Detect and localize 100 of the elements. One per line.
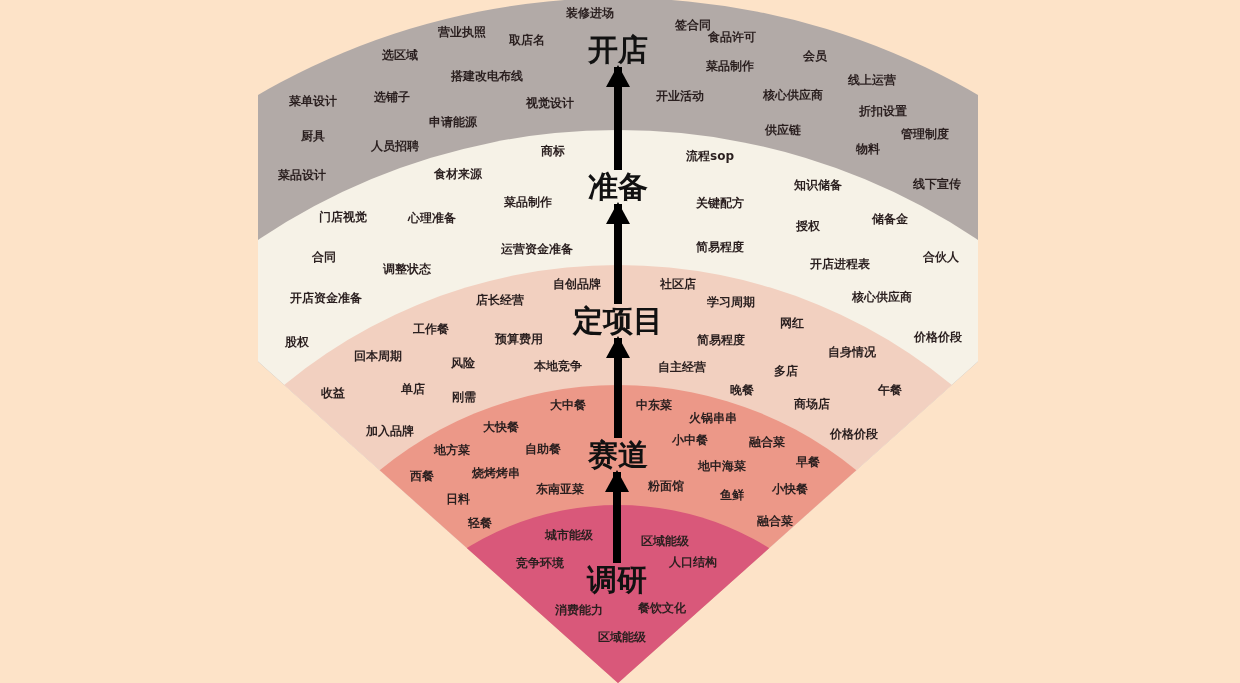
keyword-label: 心理准备 — [408, 212, 456, 226]
keyword-label: 申请能源 — [429, 116, 477, 130]
keyword-label: 午餐 — [878, 384, 902, 398]
keyword-label: 门店视觉 — [319, 211, 367, 225]
keyword-label: 物料 — [856, 143, 880, 157]
keyword-label: 简易程度 — [696, 241, 744, 255]
keyword-label: 菜单设计 — [289, 95, 337, 109]
arrow — [606, 336, 630, 438]
keyword-label: 选铺子 — [374, 91, 410, 105]
keyword-label: 厨具 — [301, 130, 325, 144]
keyword-label: 日料 — [446, 493, 470, 507]
keyword-label: 网红 — [780, 317, 804, 331]
keyword-label: 选区域 — [382, 49, 418, 63]
keyword-label: 自助餐 — [525, 443, 561, 457]
keyword-label: 自身情况 — [828, 346, 876, 360]
keyword-label: 竞争环境 — [516, 557, 564, 571]
keyword-label: 线上运营 — [848, 74, 896, 88]
keyword-label: 管理制度 — [901, 128, 949, 142]
stage-heading: 赛道 — [584, 438, 652, 472]
keyword-label: 小快餐 — [772, 483, 808, 497]
keyword-label: 自创品牌 — [553, 278, 601, 292]
keyword-label: 开业活动 — [656, 90, 704, 104]
keyword-label: 合伙人 — [923, 251, 959, 265]
keyword-label: 供应链 — [765, 124, 801, 138]
keyword-label: 小中餐 — [672, 434, 708, 448]
fan-band — [258, 0, 978, 683]
keyword-label: 装修进场 — [566, 7, 614, 21]
keyword-label: 风险 — [451, 357, 475, 371]
keyword-label: 轻餐 — [468, 517, 492, 531]
keyword-label: 粉面馆 — [648, 480, 684, 494]
keyword-label: 融合菜 — [749, 436, 785, 450]
keyword-label: 运营资金准备 — [501, 243, 573, 257]
keyword-label: 折扣设置 — [859, 105, 907, 119]
keyword-label: 多店 — [774, 365, 798, 379]
keyword-label: 店长经营 — [476, 294, 524, 308]
keyword-label: 加入品牌 — [366, 425, 414, 439]
keyword-label: 菜品制作 — [504, 196, 552, 210]
keyword-label: 合同 — [312, 251, 336, 265]
keyword-label: 西餐 — [410, 470, 434, 484]
keyword-label: 融合菜 — [757, 515, 793, 529]
keyword-label: 晚餐 — [730, 384, 754, 398]
keyword-label: 储备金 — [872, 213, 908, 227]
keyword-label: 会员 — [803, 50, 827, 64]
stage-heading: 准备 — [584, 170, 652, 204]
keyword-label: 菜品制作 — [706, 60, 754, 74]
keyword-label: 流程sop — [686, 150, 734, 164]
keyword-label: 工作餐 — [413, 323, 449, 337]
keyword-label: 烧烤烤串 — [472, 467, 520, 481]
arrow — [606, 65, 630, 170]
keyword-label: 区域能级 — [641, 535, 689, 549]
keyword-label: 食材来源 — [434, 168, 482, 182]
keyword-label: 鱼鲜 — [720, 489, 744, 503]
keyword-label: 大快餐 — [483, 421, 519, 435]
keyword-label: 收益 — [321, 387, 345, 401]
keyword-label: 火锅串串 — [689, 412, 737, 426]
stage-heading: 定项目 — [569, 304, 667, 338]
keyword-label: 菜品设计 — [278, 169, 326, 183]
keyword-label: 核心供应商 — [763, 89, 823, 103]
keyword-label: 大中餐 — [550, 399, 586, 413]
keyword-label: 消费能力 — [555, 604, 603, 618]
keyword-label: 关键配方 — [696, 197, 744, 211]
keyword-label: 商标 — [541, 145, 565, 159]
keyword-label: 中东菜 — [636, 399, 672, 413]
keyword-label: 调整状态 — [383, 263, 431, 277]
keyword-label: 预算费用 — [495, 333, 543, 347]
keyword-label: 回本周期 — [354, 350, 402, 364]
keyword-label: 城市能级 — [545, 529, 593, 543]
keyword-label: 东南亚菜 — [536, 483, 584, 497]
keyword-label: 人员招聘 — [371, 140, 419, 154]
keyword-label: 线下宣传 — [913, 178, 961, 192]
keyword-label: 单店 — [401, 383, 425, 397]
keyword-label: 早餐 — [796, 456, 820, 470]
keyword-label: 简易程度 — [697, 334, 745, 348]
keyword-label: 社区店 — [660, 278, 696, 292]
keyword-label: 餐饮文化 — [638, 602, 686, 616]
arrow — [605, 470, 629, 563]
keyword-label: 商场店 — [794, 398, 830, 412]
keyword-label: 价格价段 — [914, 331, 962, 345]
keyword-label: 学习周期 — [707, 296, 755, 310]
keyword-label: 价格价段 — [830, 428, 878, 442]
stage-heading: 开店 — [584, 33, 652, 67]
keyword-label: 地中海菜 — [698, 460, 746, 474]
keyword-label: 刚需 — [452, 391, 476, 405]
keyword-label: 区域能级 — [598, 631, 646, 645]
keyword-label: 地方菜 — [434, 444, 470, 458]
keyword-label: 开店进程表 — [810, 258, 870, 272]
keyword-label: 搭建改电布线 — [451, 70, 523, 84]
keyword-label: 视觉设计 — [526, 97, 574, 111]
keyword-label: 食品许可 — [708, 31, 756, 45]
keyword-label: 人口结构 — [669, 556, 717, 570]
keyword-label: 知识储备 — [794, 179, 842, 193]
keyword-label: 取店名 — [509, 34, 545, 48]
keyword-label: 营业执照 — [438, 26, 486, 40]
keyword-label: 本地竞争 — [534, 360, 582, 374]
stage-heading: 调研 — [583, 563, 651, 597]
keyword-label: 核心供应商 — [852, 291, 912, 305]
keyword-label: 开店资金准备 — [290, 292, 362, 306]
keyword-label: 股权 — [285, 336, 309, 350]
arrow — [606, 202, 630, 304]
keyword-label: 自主经营 — [658, 361, 706, 375]
